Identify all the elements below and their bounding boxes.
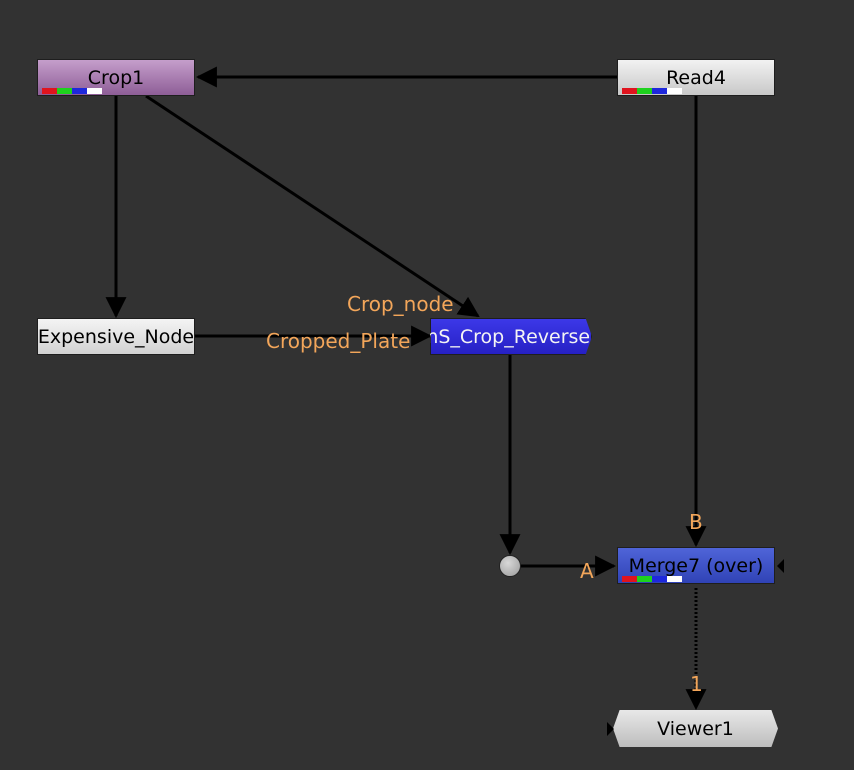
merge7-mask-input-arrow[interactable] [777, 559, 784, 573]
node-expensive-node[interactable]: Expensive_Node [37, 318, 195, 355]
channel-indicator [622, 88, 682, 94]
node-read4[interactable]: Read4 [617, 59, 775, 96]
pipe-label-input-a: A [580, 559, 594, 583]
node-crop1-label: Crop1 [87, 66, 145, 89]
pipe-label-crop-node: Crop_node [347, 292, 454, 316]
channel-indicator [42, 88, 102, 94]
node-viewer1[interactable]: Viewer1 [613, 710, 778, 747]
channel-indicator [622, 576, 682, 582]
node-expensive-node-label: Expensive_Node [37, 325, 195, 348]
node-dot[interactable] [499, 555, 521, 577]
node-viewer1-label: Viewer1 [657, 717, 734, 740]
node-crop1[interactable]: Crop1 [37, 59, 195, 96]
pipe-label-input-b: B [689, 510, 703, 534]
node-ms-crop-reverse2-label: mS_Crop_Reverse2 [419, 325, 603, 348]
node-merge7-label: Merge7 (over) [628, 554, 764, 577]
node-read4-label: Read4 [666, 66, 726, 89]
pipe-label-viewer-input: 1 [690, 672, 703, 696]
node-ms-crop-reverse2[interactable]: mS_Crop_Reverse2 [430, 318, 592, 355]
pipe-label-cropped-plate: Cropped_Plate [266, 329, 411, 353]
pipe-crop1-to-ms-crop-reverse2[interactable] [145, 94, 480, 318]
node-merge7[interactable]: Merge7 (over) [617, 547, 775, 584]
viewer1-input-arrow[interactable] [607, 722, 614, 736]
